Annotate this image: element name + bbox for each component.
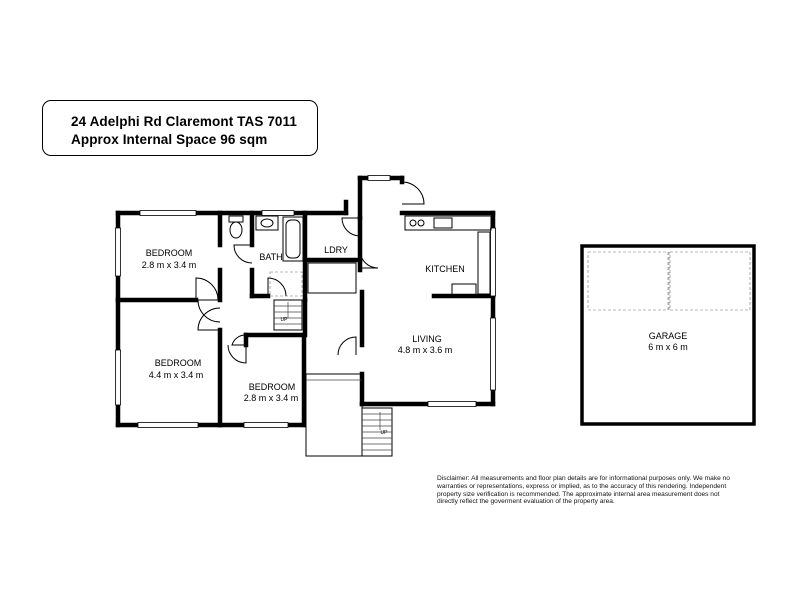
garage-name: GARAGE — [649, 331, 688, 341]
hall-stairs-label: UP — [281, 317, 289, 323]
disclaimer-text: Disclaimer: All measurements and floor p… — [437, 475, 730, 506]
bedroom1-size: 2.8 m x 3.4 m — [142, 260, 197, 270]
bedroom1-name: BEDROOM — [146, 248, 193, 258]
header-box: 24 Adelphi Rd Claremont TAS 7011 Approx … — [42, 100, 318, 156]
internal-space: Approx Internal Space 96 sqm — [71, 132, 268, 147]
porch: UP — [305, 373, 393, 457]
living-name: LIVING — [412, 334, 442, 344]
bedroom2-size: 4.4 m x 3.4 m — [149, 370, 204, 380]
doors — [195, 181, 425, 364]
bedroom3-size: 2.8 m x 3.4 m — [244, 393, 299, 403]
bedroom2-name: BEDROOM — [155, 358, 202, 368]
porch-stairs-label: UP — [381, 430, 389, 436]
fixtures — [228, 215, 492, 297]
laundry-name: LDRY — [324, 245, 348, 255]
garage-size: 6 m x 6 m — [648, 342, 688, 352]
bath-name: BATH — [259, 252, 282, 262]
hall-stairs: UP — [273, 299, 303, 331]
property-address: 24 Adelphi Rd Claremont TAS 7011 — [71, 114, 298, 129]
living-size: 4.8 m x 3.6 m — [398, 345, 453, 355]
kitchen-name: KITCHEN — [425, 264, 465, 274]
room-labels: BEDROOM 2.8 m x 3.4 m BEDROOM 4.4 m x 3.… — [142, 245, 688, 403]
bedroom3-name: BEDROOM — [249, 382, 296, 392]
interior-walls — [115, 210, 496, 428]
garage — [580, 244, 756, 426]
